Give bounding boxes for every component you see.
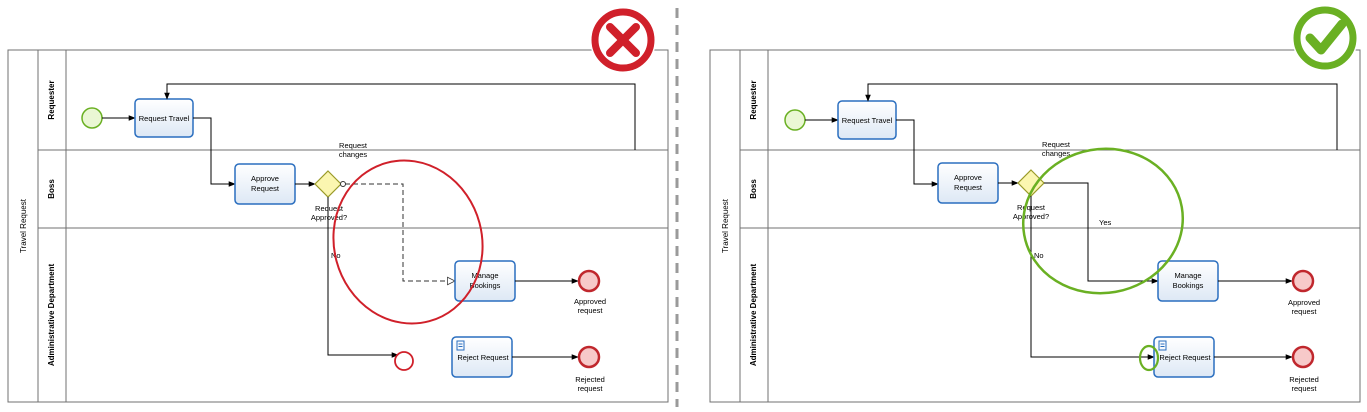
svg-text:Request: Request bbox=[315, 204, 344, 213]
svg-text:Request: Request bbox=[954, 183, 983, 192]
right-panel: Travel Request Requester Boss Administra… bbox=[709, 5, 1361, 403]
svg-text:Yes: Yes bbox=[1099, 218, 1111, 227]
script-icon bbox=[456, 340, 465, 351]
svg-text:Request: Request bbox=[1042, 140, 1071, 149]
svg-text:Bookings: Bookings bbox=[1173, 281, 1204, 290]
highlight-small-wrong bbox=[394, 351, 414, 371]
end-event-rejected bbox=[577, 345, 601, 369]
svg-text:Request Travel: Request Travel bbox=[842, 116, 893, 125]
svg-text:No: No bbox=[1034, 251, 1044, 260]
svg-text:Approved?: Approved? bbox=[311, 213, 347, 222]
svg-text:Manage: Manage bbox=[1174, 271, 1201, 280]
start-event bbox=[784, 109, 806, 131]
lane-label-admin: Administrative Department bbox=[749, 264, 758, 367]
svg-text:request: request bbox=[577, 306, 603, 315]
lane-label-boss: Boss bbox=[47, 179, 56, 199]
cross-icon bbox=[590, 7, 656, 73]
svg-text:request: request bbox=[1291, 307, 1317, 316]
svg-text:request: request bbox=[1291, 384, 1317, 393]
svg-text:Manage: Manage bbox=[471, 271, 498, 280]
svg-text:Request: Request bbox=[339, 141, 368, 150]
svg-text:changes: changes bbox=[339, 150, 368, 159]
svg-text:Request Travel: Request Travel bbox=[139, 114, 190, 123]
highlight-small-right bbox=[1138, 344, 1160, 372]
lane-label-requester: Requester bbox=[47, 80, 56, 119]
pool bbox=[7, 49, 669, 403]
end-event-rejected bbox=[1291, 345, 1315, 369]
svg-text:changes: changes bbox=[1042, 149, 1071, 158]
svg-text:Approved: Approved bbox=[1288, 298, 1320, 307]
svg-text:Rejected: Rejected bbox=[1289, 375, 1319, 384]
svg-text:Rejected: Rejected bbox=[575, 375, 605, 384]
svg-text:Approve: Approve bbox=[954, 173, 982, 182]
checkmark-icon bbox=[1292, 5, 1358, 71]
svg-text:Bookings: Bookings bbox=[470, 281, 501, 290]
svg-text:Reject Request: Reject Request bbox=[457, 353, 509, 362]
svg-text:Approve: Approve bbox=[251, 174, 279, 183]
script-icon bbox=[1158, 340, 1167, 351]
pool-label: Travel Request bbox=[19, 198, 28, 253]
left-panel: Travel Request Requester Boss Administra… bbox=[7, 7, 669, 403]
end-event-approved bbox=[1291, 269, 1315, 293]
highlight-circle-right bbox=[1021, 147, 1185, 295]
start-event bbox=[81, 107, 103, 129]
lane-label-requester: Requester bbox=[749, 80, 758, 119]
svg-text:Approved: Approved bbox=[574, 297, 606, 306]
svg-text:Request: Request bbox=[251, 184, 280, 193]
highlight-circle-wrong bbox=[332, 159, 484, 325]
end-event-approved bbox=[577, 269, 601, 293]
lane-label-admin: Administrative Department bbox=[47, 264, 56, 367]
svg-text:request: request bbox=[577, 384, 603, 393]
pool bbox=[709, 49, 1361, 403]
pool-label: Travel Request bbox=[721, 198, 730, 253]
svg-text:Reject Request: Reject Request bbox=[1159, 353, 1211, 362]
lane-label-boss: Boss bbox=[749, 179, 758, 199]
